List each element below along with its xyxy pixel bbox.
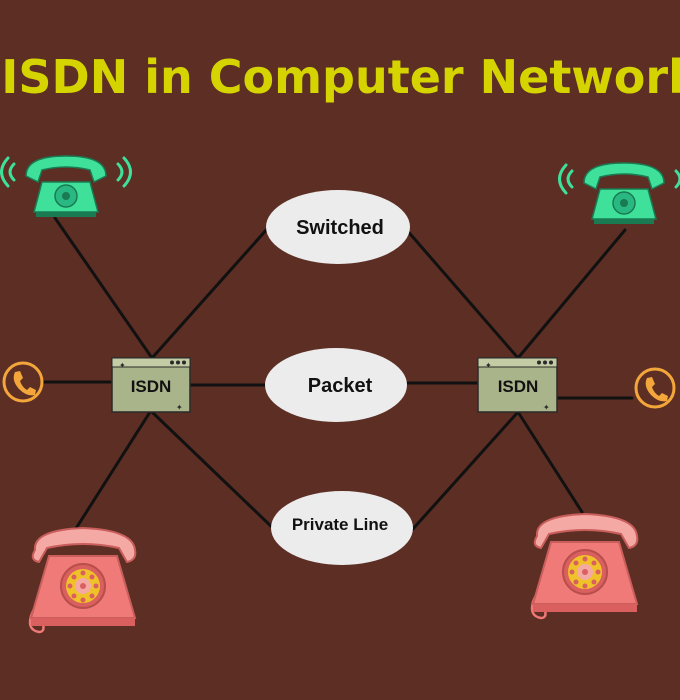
svg-text:✦: ✦ <box>176 403 183 412</box>
green-telephone-icon <box>0 154 132 219</box>
private-line-label: Private Line <box>292 515 388 534</box>
line-isdn-right-to-green-phone <box>516 228 627 360</box>
line-private-line-to-isdn-right <box>410 410 520 532</box>
connection-lines <box>40 216 634 532</box>
isdn-box-right: ✦ ✦ ISDN <box>477 357 558 413</box>
node-private-line: Private Line <box>271 491 413 565</box>
node-switched: Switched <box>266 190 410 264</box>
svg-text:✦: ✦ <box>485 361 492 370</box>
line-isdn-left-to-switched <box>150 226 270 360</box>
svg-text:✦: ✦ <box>119 361 126 370</box>
svg-text:✦: ✦ <box>543 403 550 412</box>
diagram-title: ISDN in Computer Network <box>1 50 680 104</box>
isdn-left-label: ISDN <box>131 377 172 396</box>
orange-phone-handset-icon <box>2 361 44 403</box>
line-switched-to-isdn-right <box>403 226 520 360</box>
line-isdn-left-to-pink-phone <box>73 410 152 532</box>
pink-rotary-telephone-icon <box>28 526 137 634</box>
isdn-right-label: ISDN <box>498 377 539 396</box>
switched-label: Switched <box>296 217 384 239</box>
node-packet: Packet <box>265 348 407 422</box>
isdn-box-left: ✦ ✦ ISDN <box>111 357 191 413</box>
line-green-phone-left-to-isdn <box>53 216 154 360</box>
pink-rotary-telephone-icon <box>530 512 639 620</box>
line-isdn-left-to-private-line <box>150 410 277 532</box>
green-telephone-icon <box>558 161 680 226</box>
orange-phone-handset-icon <box>634 367 676 409</box>
line-isdn-right-to-pink-phone <box>516 410 584 514</box>
packet-label: Packet <box>308 375 373 397</box>
